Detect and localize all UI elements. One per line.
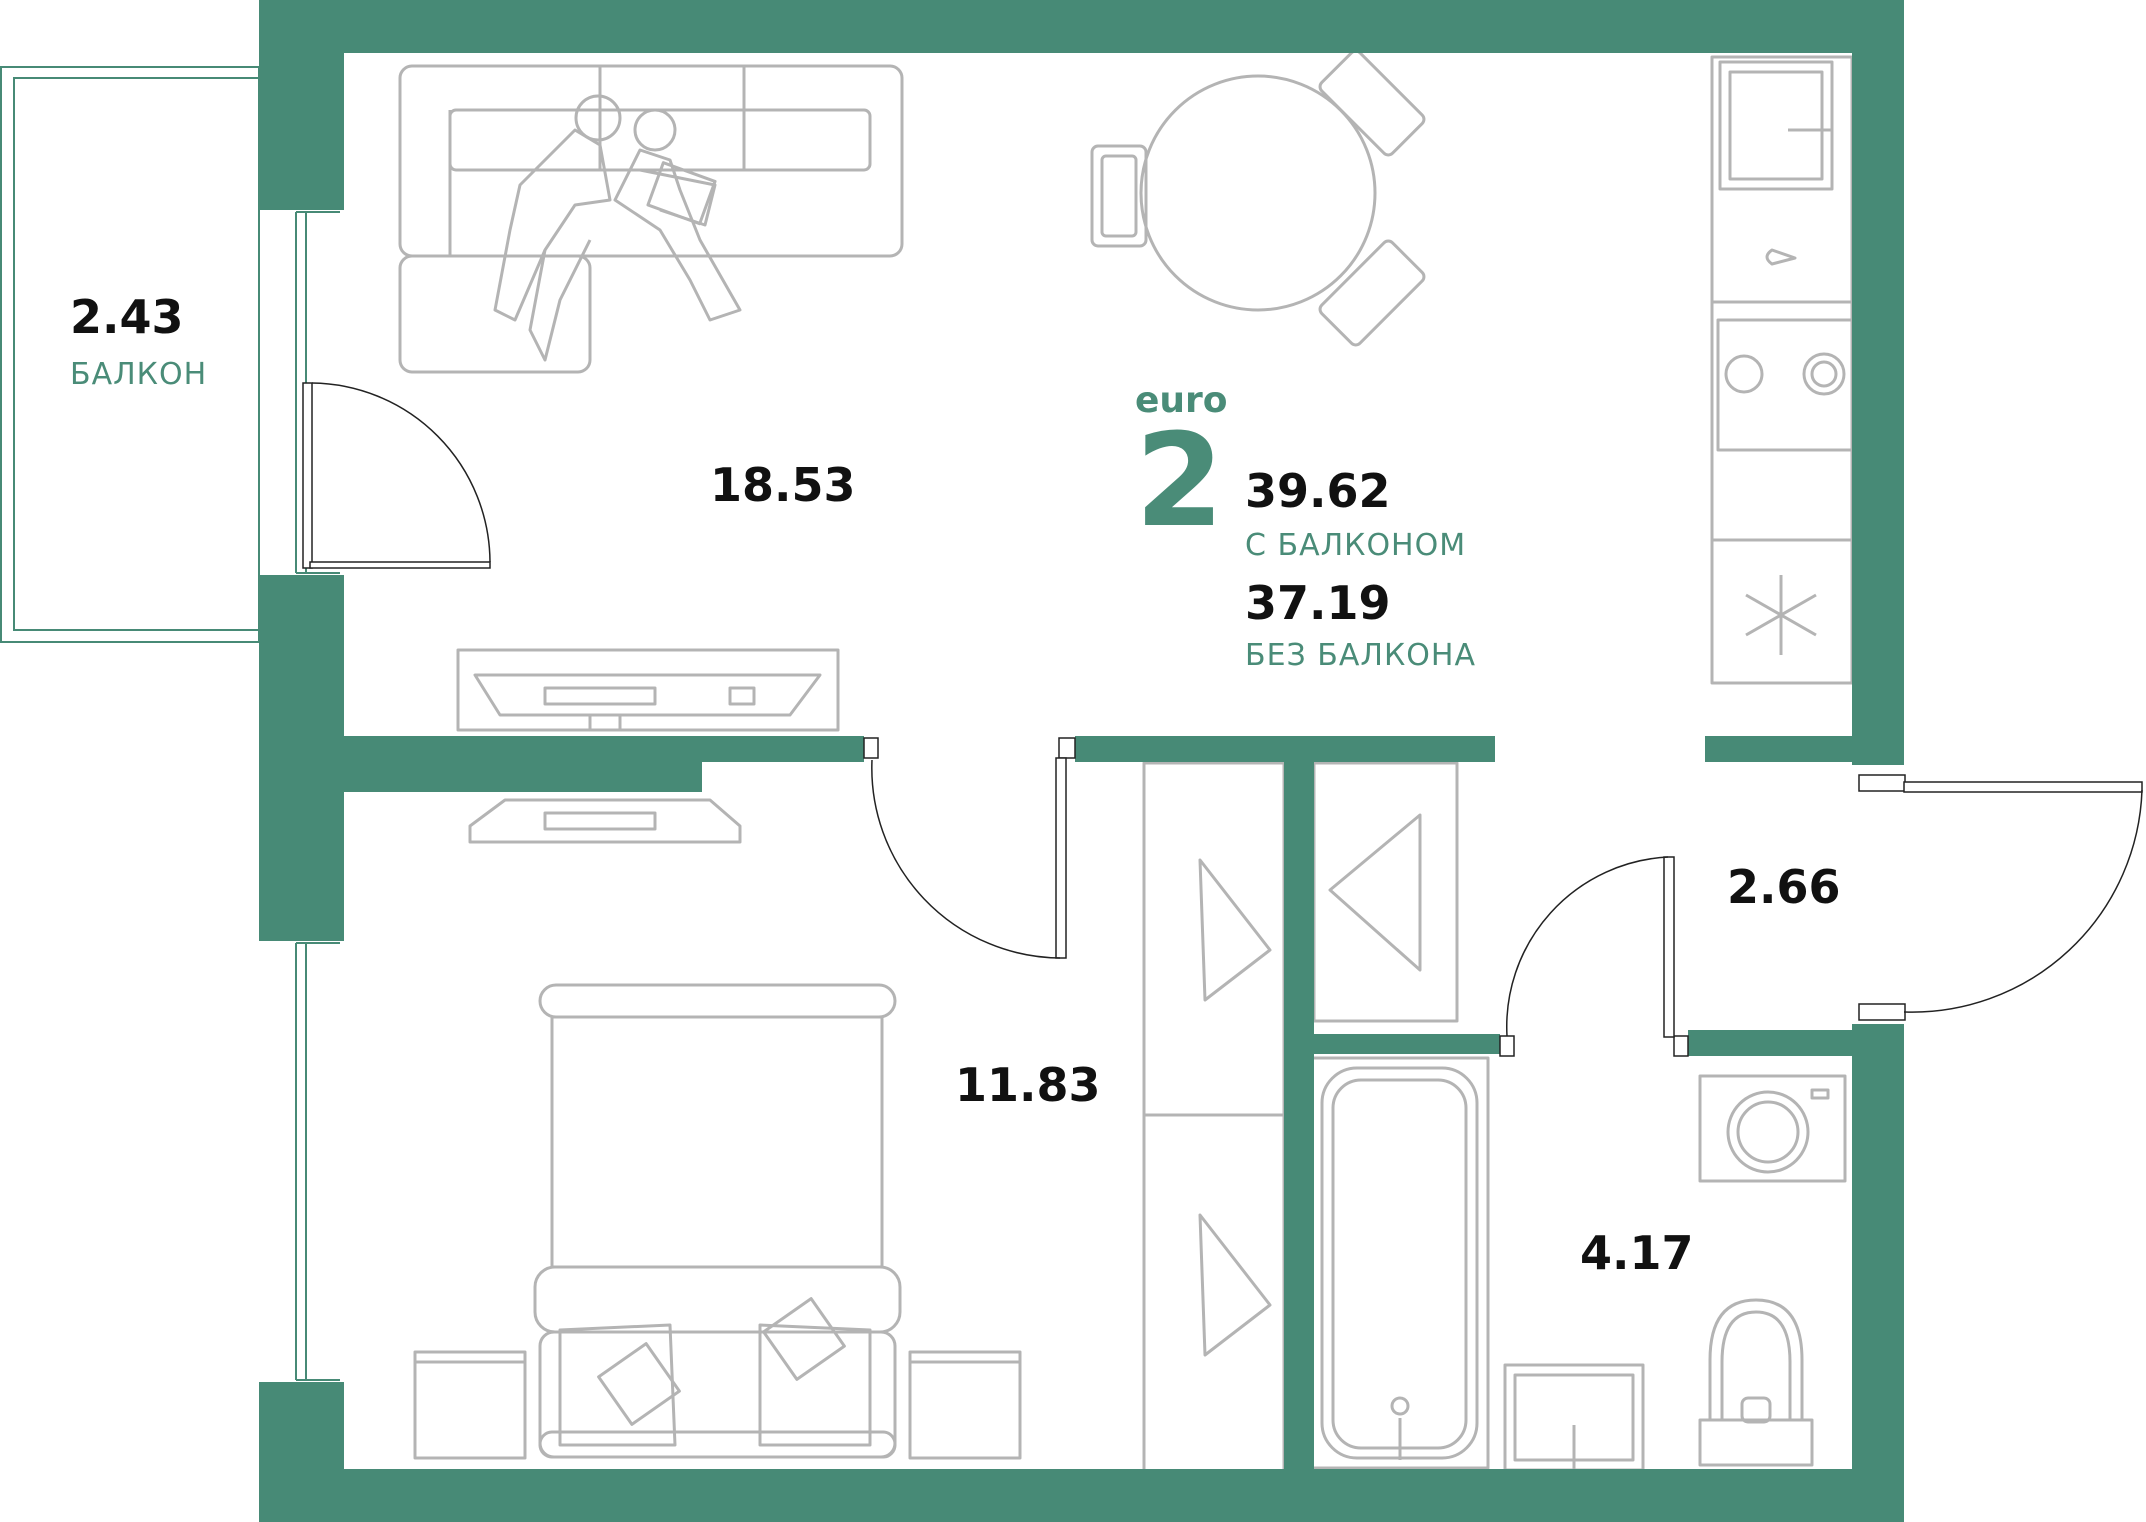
- bathroom-area: 4.17: [1580, 1226, 1694, 1280]
- apartment-type-prefix: euro: [1135, 380, 1228, 421]
- bathtub: [1308, 1056, 1490, 1470]
- nightstand-left: [413, 1350, 527, 1460]
- dining-table: [1090, 49, 1426, 347]
- balcony-area: 2.43: [70, 290, 184, 344]
- people-on-sofa-illustration: [493, 94, 742, 362]
- nightstand-right: [908, 1350, 1022, 1460]
- area-without-balcony: 37.19: [1245, 576, 1391, 630]
- walls: [259, 0, 1904, 1522]
- hallway-closet: [1312, 761, 1459, 1023]
- washing-machine: [1698, 1074, 1847, 1183]
- window-bedroom: [295, 942, 340, 1381]
- balcony-name: БАЛКОН: [70, 357, 208, 392]
- bed: [533, 983, 902, 1459]
- tv-stand: [456, 648, 840, 732]
- area-with-balcony-caption: С БАЛКОНОМ: [1245, 528, 1467, 563]
- hallway-area: 2.66: [1727, 860, 1841, 914]
- kitchen-unit: [1710, 55, 1854, 685]
- bedroom-door: [863, 737, 1076, 959]
- living-kitchen-area: 18.53: [710, 458, 856, 512]
- snowflake-icon: [1745, 575, 1817, 655]
- sink: [1503, 1363, 1645, 1472]
- bathroom-door: [1499, 856, 1689, 1057]
- toilet: [1698, 1298, 1814, 1467]
- area-without-balcony-caption: БЕЗ БАЛКОНА: [1245, 638, 1476, 673]
- entrance-door: [1858, 774, 2143, 1021]
- tv: [468, 798, 742, 844]
- area-with-balcony: 39.62: [1245, 464, 1391, 518]
- bedroom-wardrobe: [1142, 761, 1286, 1475]
- bedroom-area: 11.83: [955, 1058, 1101, 1112]
- balcony-outline: [0, 66, 260, 643]
- apartment-rooms-count: 2: [1135, 407, 1225, 556]
- balcony-door: [302, 382, 491, 569]
